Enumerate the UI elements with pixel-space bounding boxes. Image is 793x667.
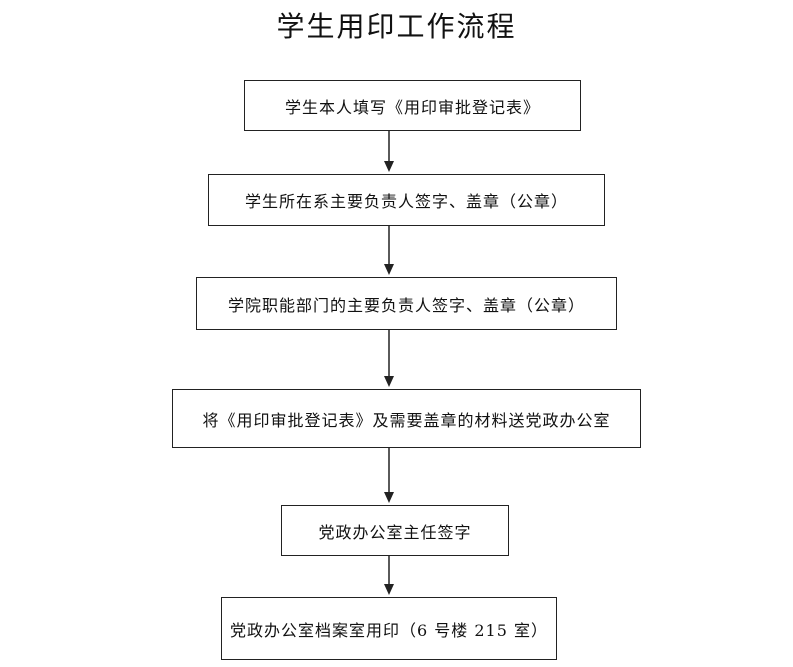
step-2-department-sign: 学生所在系主要负责人签字、盖章（公章） <box>208 174 605 226</box>
step-4-submit-materials: 将《用印审批登记表》及需要盖章的材料送党政办公室 <box>172 389 641 448</box>
arrow-1-to-2 <box>384 131 394 172</box>
step-5-office-director-sign: 党政办公室主任签字 <box>281 505 509 556</box>
arrow-5-to-6 <box>384 556 394 595</box>
step-1-fill-form: 学生本人填写《用印审批登记表》 <box>244 80 581 131</box>
arrow-2-to-3 <box>384 226 394 275</box>
step-6-archive-stamp: 党政办公室档案室用印（6 号楼 215 室） <box>221 597 557 660</box>
arrow-3-to-4 <box>384 330 394 387</box>
flowchart-title: 学生用印工作流程 <box>276 10 517 43</box>
arrow-4-to-5 <box>384 448 394 503</box>
step-3-functional-dept-sign: 学院职能部门的主要负责人签字、盖章（公章） <box>196 277 617 330</box>
